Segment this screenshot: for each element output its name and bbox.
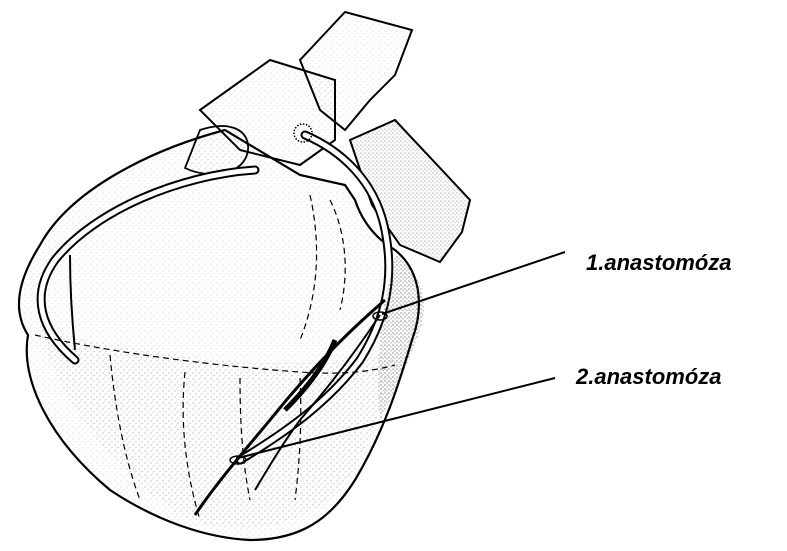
label-anastomosis-2: 2.anastomóza: [576, 364, 722, 390]
label-anastomosis-1: 1.anastomóza: [586, 250, 732, 276]
